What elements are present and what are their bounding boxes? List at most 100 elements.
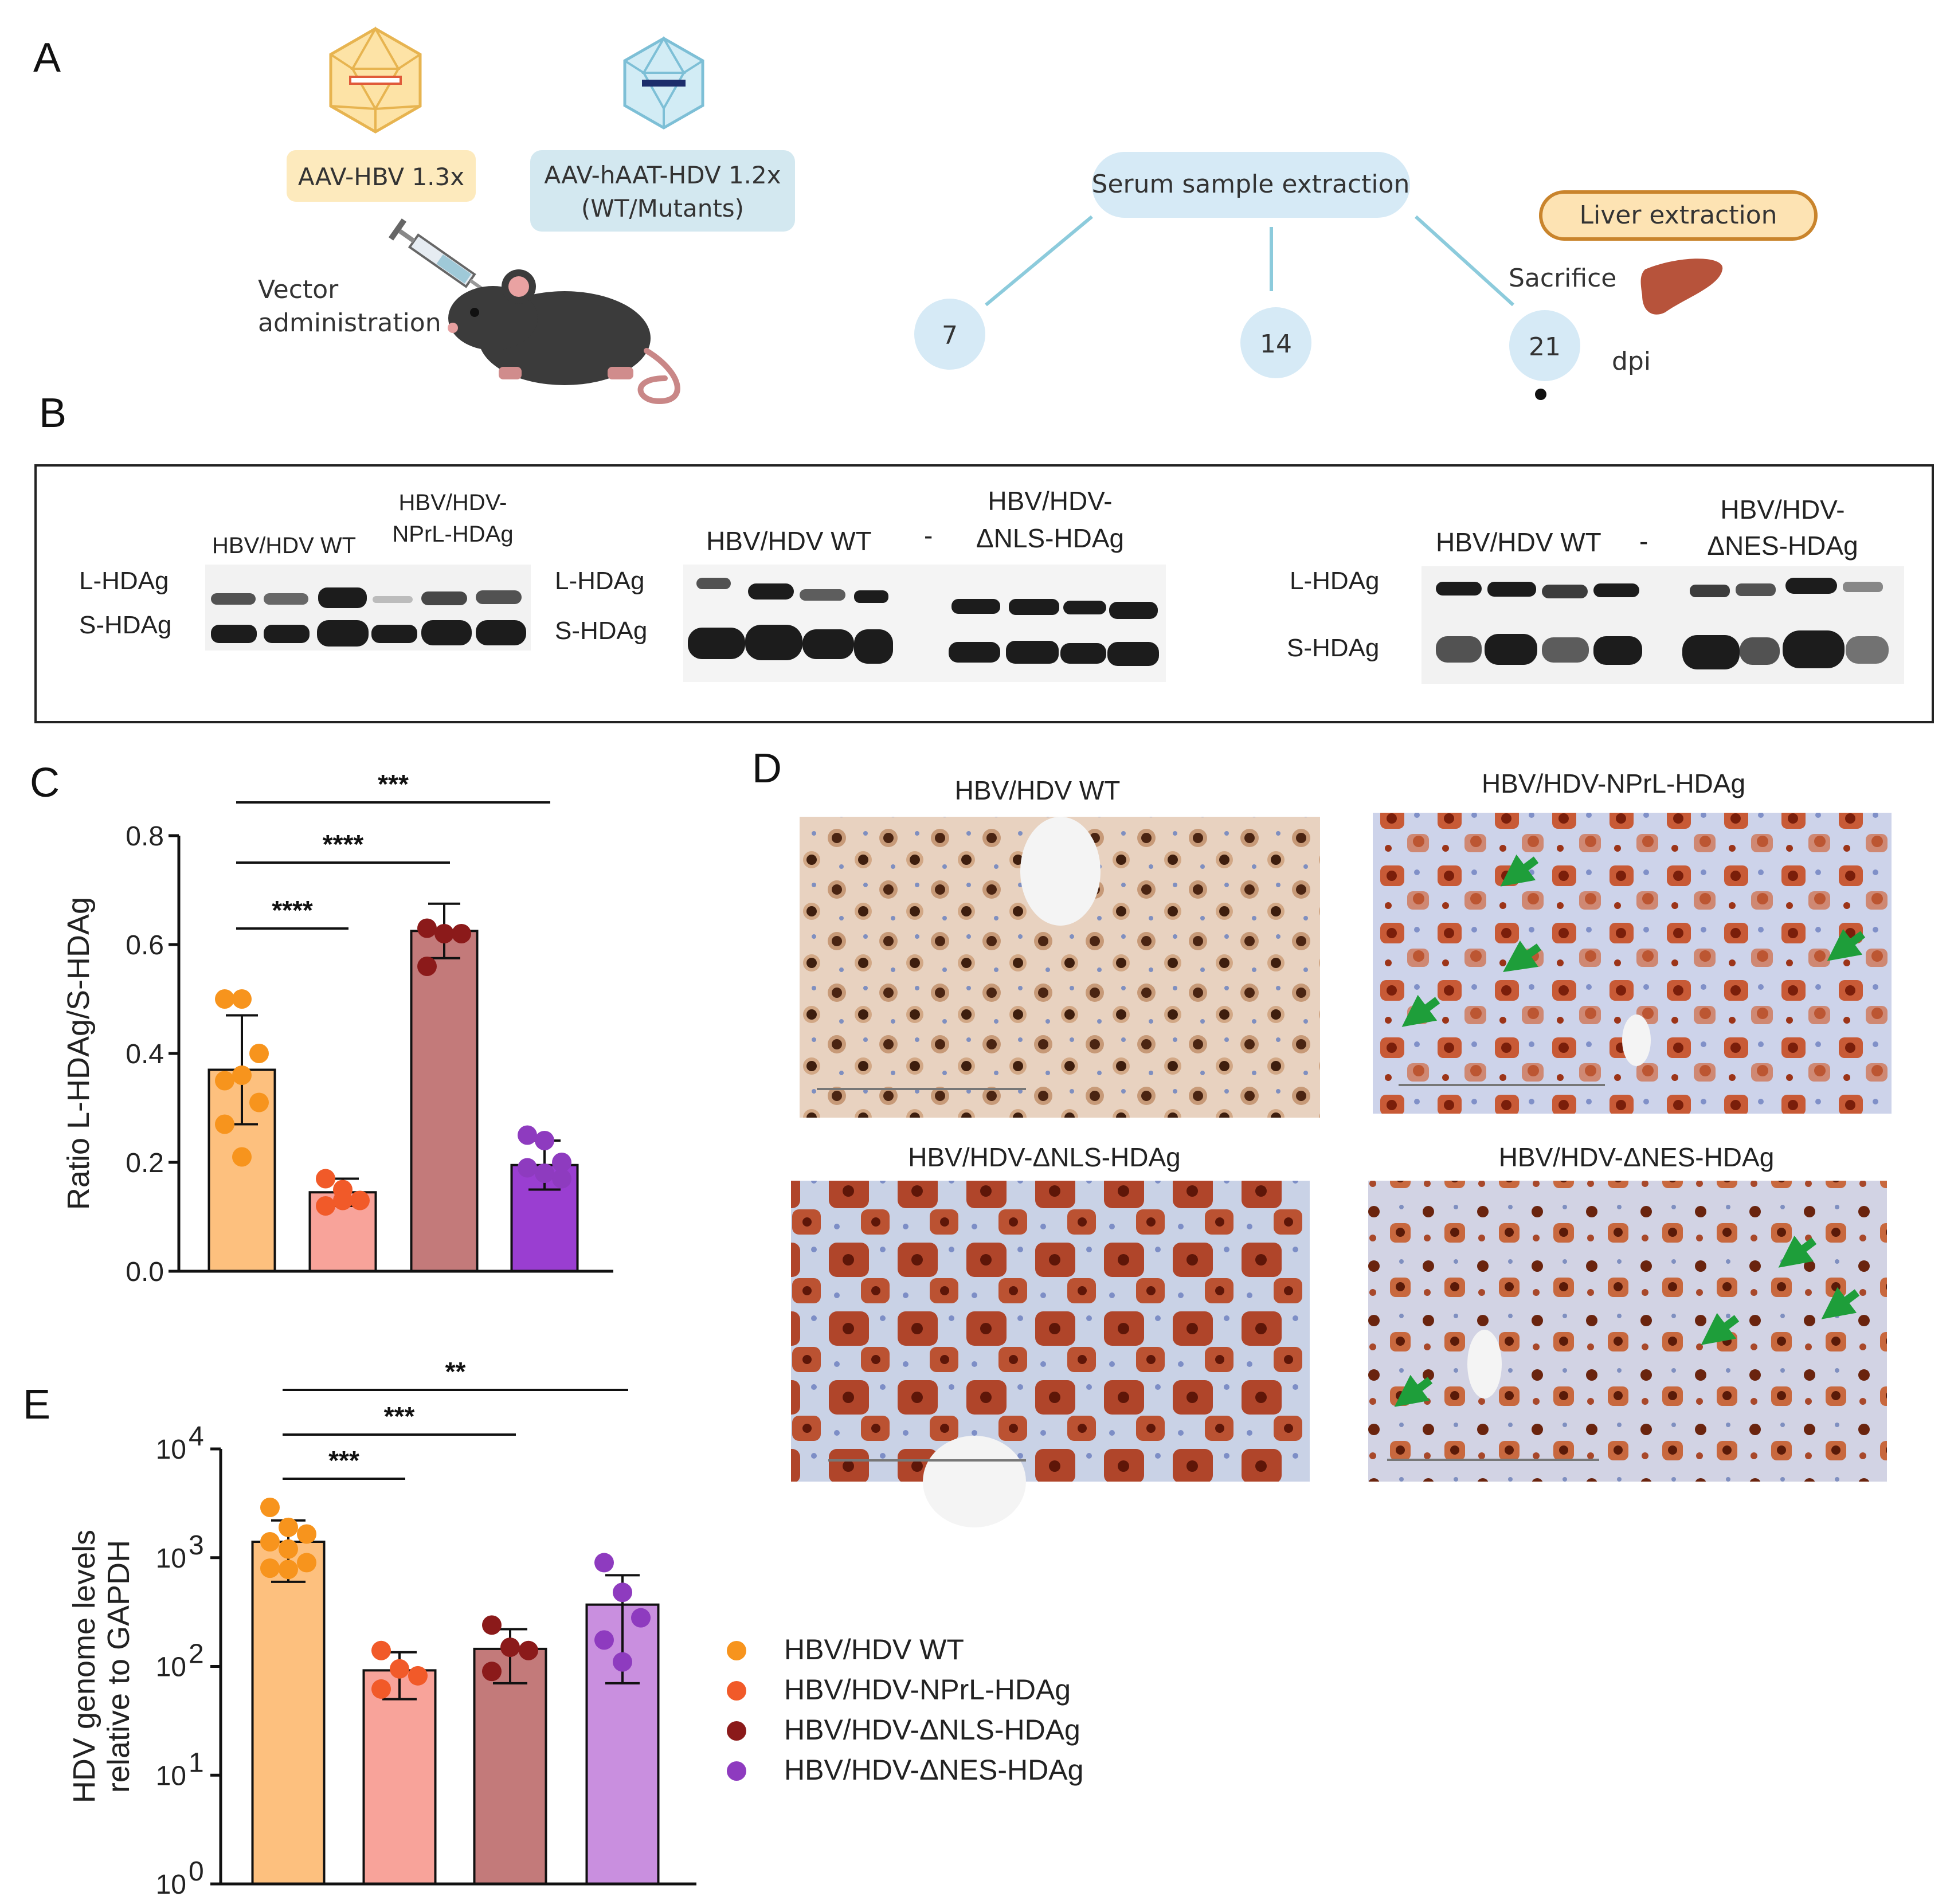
vector-admin-line2: administration [258, 308, 441, 338]
point-e [408, 1666, 428, 1686]
point-c [232, 1065, 252, 1085]
point-c [417, 918, 437, 938]
liver-icon [1640, 258, 1723, 315]
point-e [279, 1517, 298, 1537]
histo-title-nls: HBV/HDV-ΔNLS-HDAg [908, 1142, 1181, 1172]
sig-label-e: *** [328, 1445, 359, 1475]
y-axis-title-c: Ratio L-HDAg/S-HDAg [61, 897, 96, 1210]
blot2-group1: HBV/HDV WT [706, 526, 872, 556]
point-c [552, 1169, 571, 1189]
histo-title-wt: HBV/HDV WT [955, 775, 1121, 805]
legend-marker [727, 1721, 746, 1741]
point-e [594, 1630, 614, 1650]
point-e [519, 1640, 538, 1660]
histo-image-nes [1368, 1181, 1887, 1482]
point-c [535, 1163, 554, 1183]
blot3-row2: S-HDAg [1287, 634, 1379, 662]
histo-image-nprl [1373, 813, 1892, 1114]
y-tick-label-e: 10 [156, 1543, 186, 1574]
vector-admin-line1: Vector [258, 275, 339, 304]
y-tick-label-e: 10 [156, 1652, 186, 1683]
point-c [232, 1147, 252, 1167]
point-c [215, 1071, 234, 1091]
panel-label-a: A [33, 35, 61, 81]
blot2-row1: L-HDAg [555, 567, 645, 595]
bar-e-1 [362, 1669, 437, 1886]
liver-box [1539, 190, 1818, 241]
day-7-circle [914, 299, 985, 370]
point-c [249, 1044, 269, 1063]
legend: HBV/HDV WTHBV/HDV-NPrL-HDAgHBV/HDV-ΔNLS-… [727, 1633, 1083, 1786]
sig-label-c: *** [378, 769, 409, 799]
connector-7 [985, 215, 1093, 307]
point-c [518, 1125, 537, 1145]
y-tick-label-e: 10 [156, 1435, 186, 1465]
panel-b: HBV/HDV WT HBV/HDV- NPrL-HDAg L-HDAg S-H… [34, 464, 1934, 723]
green-arrow-icon [1827, 929, 1866, 961]
point-e [482, 1662, 502, 1682]
day-21-circle [1509, 310, 1580, 381]
day-7-label: 7 [942, 321, 958, 350]
sig-label-e: ** [445, 1357, 466, 1386]
green-arrow-icon [1503, 941, 1542, 973]
sig-label-c: **** [272, 895, 313, 925]
y-tick-label-c: 0.8 [126, 821, 164, 852]
point-e [260, 1498, 280, 1518]
mouse-icon [448, 269, 680, 405]
blot1-bands [211, 587, 526, 647]
point-c [452, 924, 471, 943]
point-c [333, 1190, 353, 1210]
blot1-row1: L-HDAg [79, 567, 169, 595]
blot2-bands [688, 578, 1159, 666]
point-e [297, 1524, 316, 1544]
vector1-label: AAV-HBV 1.3x [298, 163, 464, 191]
y-axis-title-e-line2: relative to GAPDH [101, 1540, 136, 1793]
vector2-label-line1: AAV-hAAT-HDV 1.2x [544, 161, 781, 189]
blot3-group2-line1: HBV/HDV- [1720, 495, 1845, 524]
y-tick-label-c: 0.2 [126, 1148, 164, 1178]
legend-label: HBV/HDV-ΔNES-HDAg [784, 1754, 1083, 1786]
bar-c-2 [410, 930, 479, 1272]
point-c [232, 989, 252, 1009]
syringe-icon [388, 218, 498, 300]
green-arrow-icon [1778, 1235, 1817, 1268]
blot1-group2-line2: NPrL-HDAg [392, 522, 513, 547]
blot3-group2-line2: ΔNES-HDAg [1707, 531, 1858, 561]
y-tick-label-c: 0.0 [126, 1257, 164, 1287]
point-c [316, 1196, 335, 1216]
y-tick-exponent-e: 3 [189, 1530, 204, 1561]
panel-b-frame [34, 464, 1934, 723]
dpi-label: dpi [1612, 347, 1651, 376]
day-14-label: 14 [1260, 330, 1292, 359]
blot2-membrane [683, 565, 1166, 682]
point-c [249, 1092, 269, 1112]
histo-title-nes: HBV/HDV-ΔNES-HDAg [1499, 1142, 1775, 1172]
y-tick-exponent-e: 0 [189, 1856, 204, 1887]
point-c [552, 1153, 571, 1172]
vector2-box [530, 150, 795, 232]
timeline-end-dot [1535, 389, 1546, 400]
blot2-dash: - [924, 520, 933, 550]
y-tick-exponent-e: 2 [189, 1639, 204, 1670]
green-arrow-icon [1500, 854, 1539, 887]
blot3-row1: L-HDAg [1290, 567, 1380, 595]
day-14-circle [1240, 307, 1311, 378]
point-c [350, 1190, 370, 1210]
point-e [390, 1659, 409, 1679]
y-tick-label-e: 10 [156, 1761, 186, 1791]
connector-21 [1414, 215, 1515, 307]
point-c [215, 1114, 234, 1134]
green-arrow-icon [1701, 1313, 1740, 1345]
blot1-group1: HBV/HDV WT [212, 533, 356, 558]
point-c [535, 1131, 554, 1150]
histo-title-nprl: HBV/HDV-NPrL-HDAg [1482, 769, 1745, 798]
point-c [215, 989, 234, 1009]
day-21-label: 21 [1529, 332, 1561, 362]
y-tick-exponent-e: 4 [189, 1421, 204, 1452]
blot2-row2: S-HDAg [555, 617, 647, 645]
blot3-group1: HBV/HDV WT [1436, 527, 1601, 557]
point-e [613, 1582, 632, 1603]
histo-image-wt [800, 817, 1320, 1118]
